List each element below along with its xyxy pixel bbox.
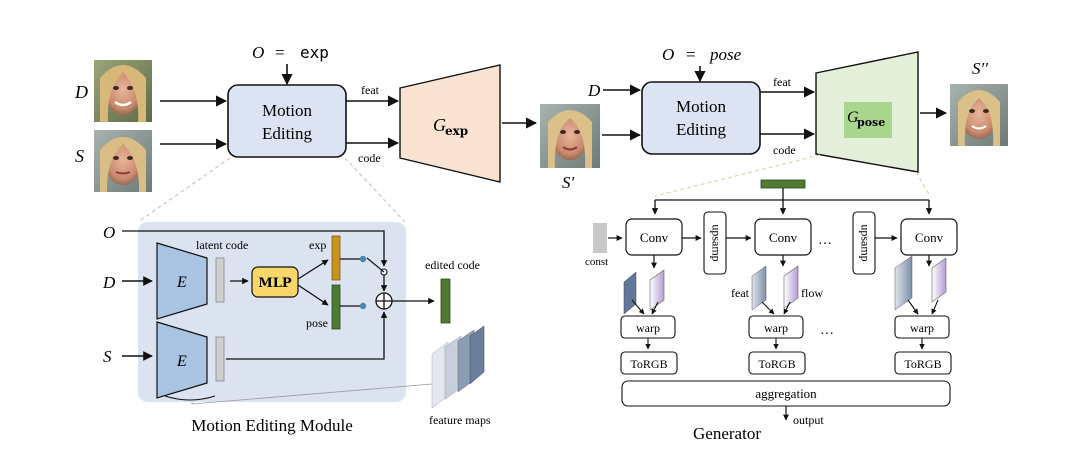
code-label-left: code bbox=[358, 151, 381, 165]
const-label: const bbox=[585, 256, 608, 268]
d-label: D bbox=[74, 82, 88, 102]
flow-map-3 bbox=[931, 257, 947, 303]
exp-bar bbox=[331, 235, 341, 281]
dots-warp: … bbox=[820, 323, 834, 338]
encoder-d-label: E bbox=[176, 274, 187, 291]
feature-maps-label: feature maps bbox=[429, 413, 491, 427]
exp-node bbox=[359, 255, 367, 263]
feat-label-right: feat bbox=[773, 75, 792, 89]
output-label: output bbox=[793, 413, 824, 427]
face-image-d bbox=[94, 60, 152, 122]
exp-label: exp bbox=[309, 238, 326, 252]
g-exp-sub: exp bbox=[445, 124, 468, 138]
upsample-block-1 bbox=[703, 211, 727, 275]
upsample-label-2: upsamp bbox=[858, 224, 872, 261]
warp-label-3: warp bbox=[910, 321, 934, 335]
flow-map-2 bbox=[783, 265, 799, 309]
feature-maps-stack bbox=[431, 325, 485, 409]
motion-editing-box-right bbox=[641, 81, 761, 155]
generator-title: Generator bbox=[693, 424, 761, 443]
o-value-pose: pose bbox=[709, 45, 742, 64]
warp-label-1: warp bbox=[636, 321, 660, 335]
aggregation-label: aggregation bbox=[755, 386, 817, 401]
face-image-s bbox=[94, 130, 152, 192]
latent-code-label: latent code bbox=[196, 238, 248, 252]
pose-node bbox=[359, 302, 367, 310]
edited-code-label: edited code bbox=[425, 258, 480, 272]
torgb-label-3: ToRGB bbox=[904, 357, 941, 371]
flow-map-1 bbox=[649, 269, 665, 311]
o-symbol-right: O bbox=[662, 45, 674, 64]
g-pose-sub: pose bbox=[857, 116, 885, 129]
feat-map-2 bbox=[751, 265, 767, 311]
s-double-prime-label: S′′ bbox=[972, 59, 988, 78]
module-title: Motion Editing Module bbox=[191, 416, 353, 435]
conv-label-1: Conv bbox=[640, 230, 669, 245]
module-o-label: O bbox=[103, 223, 115, 242]
upsample-label-1: upsamp bbox=[709, 224, 723, 261]
edited-code-bar bbox=[440, 278, 451, 324]
torgb-label-2: ToRGB bbox=[758, 357, 795, 371]
motion-editing-left-line1: Motion bbox=[262, 101, 313, 120]
const-block bbox=[593, 223, 607, 253]
warp-label-2: warp bbox=[764, 321, 788, 335]
d-label-right: D bbox=[587, 81, 601, 100]
feat-label-gen: feat bbox=[731, 286, 750, 300]
dots-conv: … bbox=[818, 233, 832, 248]
o-symbol-left: O bbox=[252, 43, 264, 62]
encoder-s bbox=[156, 321, 208, 399]
latent-code-bar-s bbox=[215, 336, 225, 382]
motion-editing-box-left bbox=[227, 84, 347, 158]
conv-label-2: Conv bbox=[769, 230, 798, 245]
torgb-block-1 bbox=[620, 351, 678, 375]
s-label: S bbox=[75, 146, 84, 166]
torgb-label-1: ToRGB bbox=[630, 357, 667, 371]
encoder-d bbox=[156, 242, 208, 320]
motion-editing-right-line2: Editing bbox=[676, 120, 727, 139]
o-equals-left: = bbox=[275, 43, 285, 62]
o-equals-right: = bbox=[686, 45, 696, 64]
module-s-label: S bbox=[103, 347, 112, 366]
mlp-label: MLP bbox=[258, 276, 292, 291]
feat-map-3 bbox=[894, 255, 913, 311]
latent-code-bar-d bbox=[215, 257, 225, 303]
g-pose-main: G bbox=[847, 109, 859, 126]
upsample-block-2 bbox=[852, 211, 876, 275]
generator-code-bar bbox=[760, 179, 806, 189]
flow-label-gen: flow bbox=[801, 286, 823, 300]
face-image-s-double-prime bbox=[950, 84, 1008, 146]
motion-editing-left-line2: Editing bbox=[262, 124, 313, 143]
torgb-block-2 bbox=[748, 351, 806, 375]
conv-label-3: Conv bbox=[915, 230, 944, 245]
s-prime-label: S′ bbox=[562, 173, 575, 192]
face-image-s-prime bbox=[540, 104, 600, 168]
g-exp-generator bbox=[399, 64, 501, 183]
feat-map-1 bbox=[623, 271, 637, 315]
encoder-s-label: E bbox=[176, 353, 187, 370]
motion-editing-right-line1: Motion bbox=[676, 97, 727, 116]
o-value-exp: exp bbox=[300, 43, 329, 62]
mlp-box bbox=[251, 266, 299, 298]
torgb-block-3 bbox=[894, 351, 952, 375]
feat-label-left: feat bbox=[361, 83, 380, 97]
module-d-label: D bbox=[102, 273, 116, 292]
g-exp-main: G bbox=[433, 115, 446, 135]
g-pose-inner-block bbox=[844, 102, 892, 138]
pose-label: pose bbox=[306, 316, 328, 330]
code-label-right: code bbox=[773, 143, 796, 157]
pose-bar bbox=[331, 284, 341, 330]
